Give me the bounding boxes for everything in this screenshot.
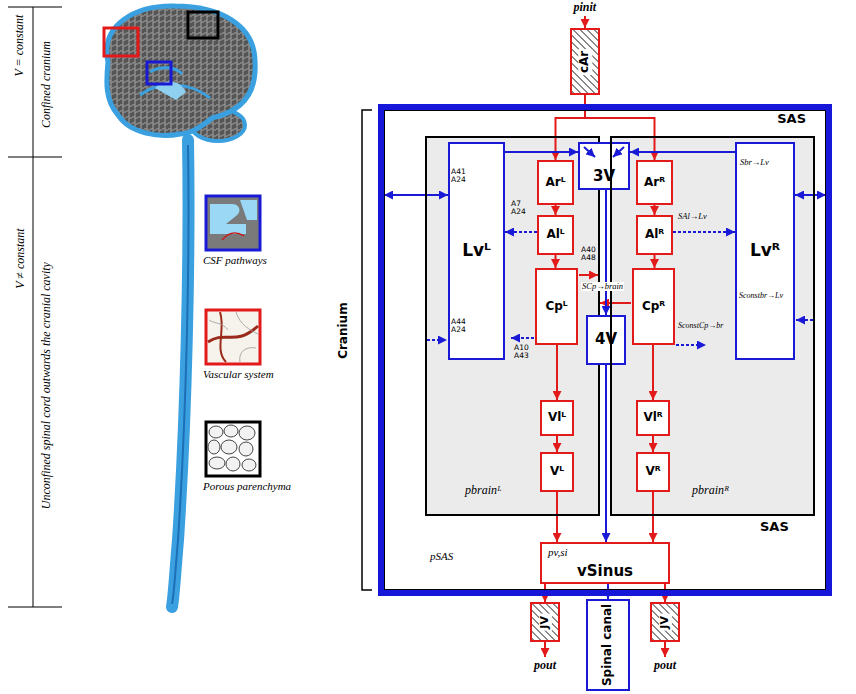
csf-flow-arrow [384,194,448,196]
csf-inset-image [206,196,260,250]
node-label: Vᴿ [645,465,660,479]
callout-number: A40 [581,246,596,254]
blood-flow-arrow [654,255,656,268]
annotation-label: Cranium [336,302,349,359]
node-label: Cpᴿ [642,300,665,314]
tissue-fill [610,136,815,516]
annotation-label: pout [654,659,676,672]
callout-number: A10 [514,344,529,352]
volume-bracket [8,7,62,607]
csf-flow-arrow [505,231,537,233]
brain-illustration [104,6,255,607]
node-label: Vᴸ [550,465,564,479]
vessel-box: Vlᴿ [636,400,670,436]
node-label: Cpᴸ [545,300,567,314]
blood-flow-arrow [555,255,557,268]
node-label: Arᴿ [644,176,665,190]
annotation-label: pSAS [430,550,453,562]
node-label: Lvᴸ [462,241,491,261]
node-label: Alᴸ [546,228,564,242]
node-label: SAS [777,112,806,127]
node-label: vSinus [577,563,633,580]
ventricle-box: Lvᴿ [735,142,795,360]
node-label: pbrainᴿ [692,484,729,498]
node-label: Alᴿ [645,228,664,242]
blood-flow-arrow [556,345,558,400]
annotation-label: Sconstbr→Lv [739,292,783,301]
annotation-label: Vascular system [203,368,274,380]
node-label: Arᴸ [545,176,565,190]
blood-flow-arrow [652,436,654,452]
vessel-box: Cpᴿ [632,268,675,345]
callout-number: A44 [451,318,466,326]
spinal-canal-box: Spinal canal [586,599,630,691]
vessel-box: Vᴿ [636,452,670,492]
callout-number: A24 [451,326,466,334]
csf-flow-arrow [673,231,735,233]
node-label: pv,si [548,546,568,559]
callout-number: A7 [511,200,521,208]
csf-flow-arrow [605,190,607,315]
venous-sinus-box: pv,si vSinus [540,542,670,584]
ventricle-box: 4V [586,315,626,365]
csf-flow-arrow [630,151,735,153]
node-label: Vlᴿ [643,411,662,425]
annotation-label: Porous parenchyma [203,480,291,492]
jugular-vein-box: JV [650,602,680,642]
annotation-label: Confined cranium [39,41,52,128]
callout-number: A41 [451,168,466,176]
csf-flow-arrow [505,151,578,153]
annotation-label: V ≠ constant [14,228,27,288]
ventricle-box: 3V [578,142,630,190]
node-label: 4V [595,331,617,348]
node-label: JV [659,614,672,631]
annotation-label: SconstCp→br [678,322,723,331]
vessel-box: Arᴸ [537,160,574,205]
callout-number: A24 [451,176,466,184]
cranium-bracket [362,110,372,590]
node-label: pbrainᴸ [465,484,502,498]
blood-flow-arrow [652,492,654,542]
exchange-arrows [427,16,813,657]
annotation-label: pinit [574,1,597,14]
annotation-label: V = constant [13,14,26,76]
callout-number: A48 [581,254,596,262]
callout-number: A43 [514,352,529,360]
blood-flow-arrow [555,205,557,215]
annotation-label: Unconfined spinal cord outwards the cran… [39,262,52,509]
annotation-label: SCp→brain [581,282,624,291]
annotation-label: Sbr→Lv [740,158,769,167]
node-label: Vlᴸ [548,411,566,425]
vascular-inset-image [206,310,260,364]
porous-inset-image [206,422,260,476]
vessel-box: Alᴸ [537,215,574,255]
annotation-label: SAl→Lv [678,212,707,221]
vessel-box: Cpᴸ [535,268,578,345]
csf-flow-arrow [605,365,607,542]
node-label: Lvᴿ [750,241,780,261]
blood-flow-arrow [556,492,558,542]
callout-number: A24 [511,208,526,216]
tissue-fill [425,136,600,516]
artery-inlet-box: cAr [570,28,600,95]
node-label: cAr [578,48,592,74]
csf-flow-arrow [795,194,826,196]
node-label: Spinal canal [601,604,615,686]
annotation-label: SAS [760,520,789,534]
jugular-vein-box: JV [530,602,560,642]
annotation-label: CSF pathways [203,254,267,266]
vessel-box: Vlᴸ [540,400,574,436]
blood-flow-arrow [556,436,558,452]
blood-flow-arrow [652,345,654,400]
node-label: JV [539,614,552,631]
blood-flow-arrow [654,205,656,215]
vessel-box: Vᴸ [540,452,574,492]
vessel-box: Alᴿ [636,215,673,255]
annotation-label: pout [534,659,556,672]
vessel-box: Arᴿ [636,160,673,205]
